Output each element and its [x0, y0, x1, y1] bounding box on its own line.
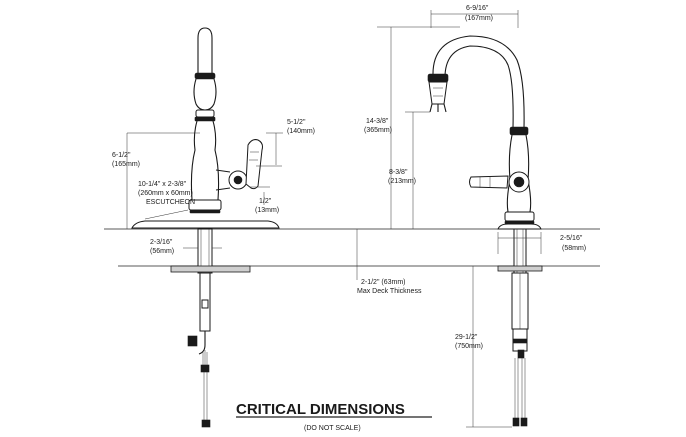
dim-6-9-16-metric: (167mm): [465, 15, 493, 22]
dim-6-1-2-imperial: 6-1/2": [112, 152, 131, 159]
dim-5-1-2-metric: (140mm): [287, 128, 315, 135]
max-deck-label: Max Deck Thickness: [357, 288, 422, 295]
dim-8-3-8-imperial: 8-3/8": [389, 169, 408, 176]
page-subtitle: (DO NOT SCALE): [304, 425, 361, 432]
side-dimension-lines: [126, 132, 358, 280]
dim-14-3-8-imperial: 14-3/8": [366, 118, 389, 125]
max-deck-dimension: 2-1/2" (63mm): [361, 279, 406, 286]
dim-1-2-imperial: 1/2": [259, 198, 272, 205]
dim-2-5-16-imperial: 2-5/16": [560, 235, 583, 242]
dim-2-3-16-imperial: 2-3/16": [150, 239, 173, 246]
escutcheon-size-metric: (260mm x 60mm): [138, 190, 193, 197]
dim-2-5-16-metric: (58mm): [562, 245, 586, 252]
escutcheon-label: ESCUTCHEON: [146, 199, 195, 206]
dim-6-9-16-imperial: 6-9/16": [466, 5, 489, 12]
dim-29-1-2-imperial: 29-1/2": [455, 334, 478, 341]
front-dimension-lines: [377, 10, 542, 428]
dim-2-3-16-metric: (56mm): [150, 248, 174, 255]
dim-6-1-2-metric: (165mm): [112, 161, 140, 168]
dim-14-3-8-metric: (365mm): [364, 127, 392, 134]
escutcheon-size-imperial: 10-1/4" x 2-3/8": [138, 181, 187, 188]
front-view-faucet: [427, 35, 543, 427]
page-title: CRITICAL DIMENSIONS: [236, 401, 405, 418]
dim-1-2-metric: (13mm): [255, 207, 279, 214]
dimension-labels: 5-1/2" (140mm) 6-1/2" (165mm) 10-1/4" x …: [112, 5, 586, 350]
dim-29-1-2-metric: (750mm): [455, 343, 483, 350]
dim-8-3-8-metric: (213mm): [388, 178, 416, 185]
side-view-faucet: [131, 27, 280, 428]
dim-5-1-2-imperial: 5-1/2": [287, 119, 306, 126]
